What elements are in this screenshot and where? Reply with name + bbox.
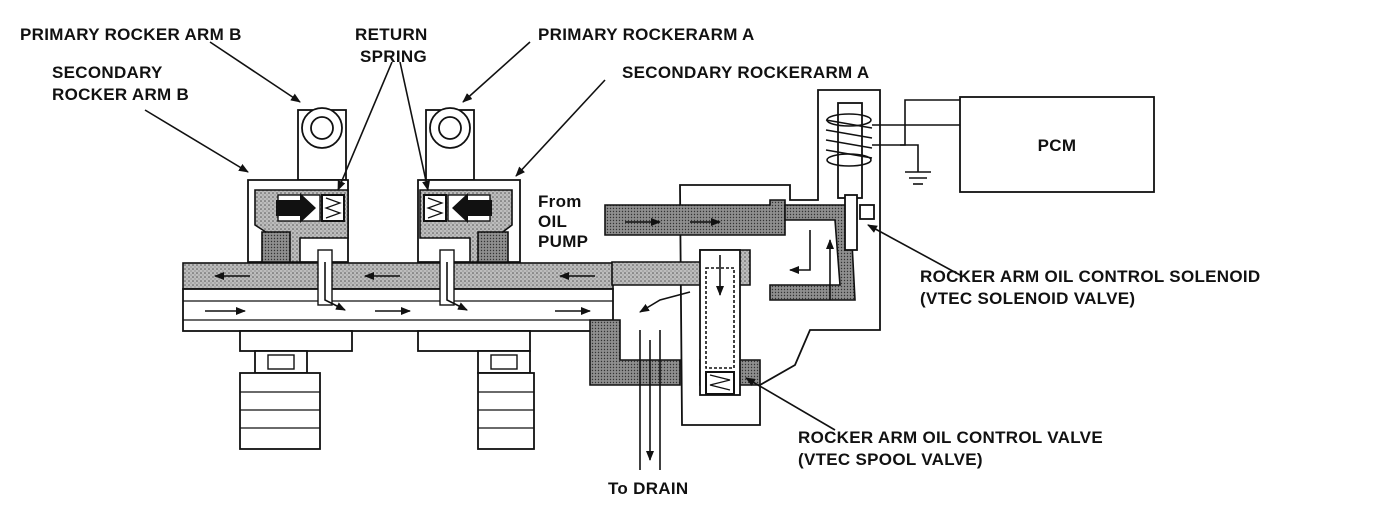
secondary-rocker-arm-a-label: SECONDARY ROCKERARM A: [622, 63, 869, 82]
secondary-rocker-arm-b-label-line1: SECONDARY: [52, 63, 163, 82]
wiring: [872, 99, 960, 185]
piston-arrow-right-icon: [276, 193, 316, 223]
primary-rocker-arm-a-label: PRIMARY ROCKERARM A: [538, 25, 755, 44]
vtec-spool-valve-label-line1: ROCKER ARM OIL CONTROL VALVE: [798, 428, 1103, 447]
from-oil-pump-label-line1: From: [538, 192, 582, 211]
vtec-solenoid-label-line2: (VTEC SOLENOID VALVE): [920, 289, 1135, 308]
vtec-solenoid-label-line1: ROCKER ARM OIL CONTROL SOLENOID: [920, 267, 1261, 286]
rocker-arm-assembly-a: [417, 107, 535, 450]
rocker-shaft: [182, 262, 614, 332]
rocker-arm-assembly-b: [239, 107, 353, 450]
from-oil-pump-label-line2: OIL: [538, 212, 567, 231]
primary-rocker-arm-b-label: PRIMARY ROCKER ARM B: [20, 25, 242, 44]
pcm-label: PCM: [1038, 136, 1077, 155]
pcm-box: [959, 96, 1155, 193]
to-drain-label: To DRAIN: [608, 479, 688, 498]
return-spring-label-line1: RETURN: [355, 25, 428, 44]
vtec-spool-valve-label-line2: (VTEC SPOOL VALVE): [798, 450, 983, 469]
vtec-solenoid: [825, 102, 875, 251]
from-oil-pump-label-line3: PUMP: [538, 232, 588, 251]
vtec-spool-valve-body: [589, 89, 881, 470]
flow-arrows: [205, 262, 595, 315]
spool-piston: [705, 267, 735, 369]
piston-arrow-left-icon: [452, 193, 492, 223]
return-spring-b: [321, 194, 345, 222]
return-spring-label-line2: SPRING: [360, 47, 427, 66]
secondary-rocker-arm-b-label-line2: ROCKER ARM B: [52, 85, 189, 104]
return-spring-a: [423, 194, 447, 222]
leader-lines: [144, 41, 961, 431]
